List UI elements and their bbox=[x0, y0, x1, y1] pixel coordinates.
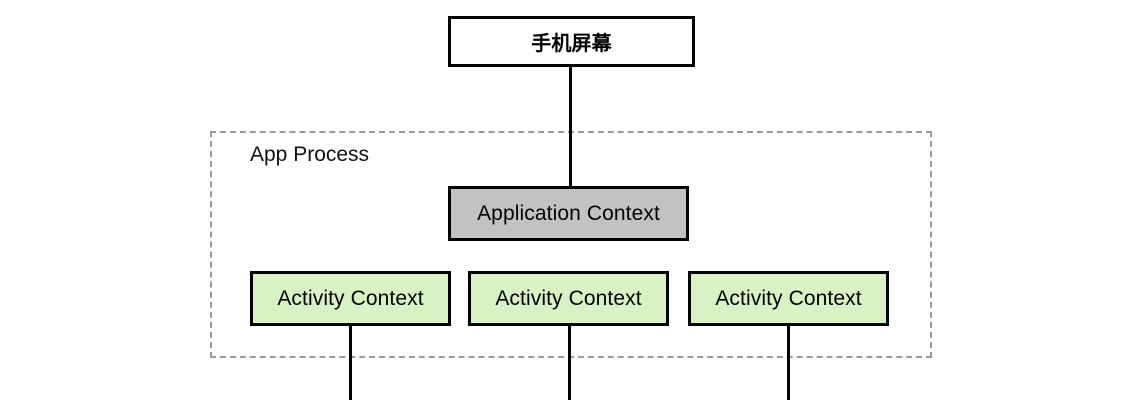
activity-context-label-2: Activity Context bbox=[495, 286, 642, 310]
connector-activity-context-1-down bbox=[349, 325, 352, 400]
activity-context-label-3: Activity Context bbox=[715, 286, 862, 310]
application-context-label: Application Context bbox=[477, 201, 660, 225]
activity-context-node-3: Activity Context bbox=[688, 271, 889, 326]
connector-activity-context-2-down bbox=[568, 325, 571, 400]
activity-context-node-1: Activity Context bbox=[250, 271, 451, 326]
activity-context-label-1: Activity Context bbox=[277, 286, 424, 310]
phone-screen-node: 手机屏幕 bbox=[448, 16, 695, 67]
connector-screen-to-application-context bbox=[569, 66, 572, 188]
app-process-label: App Process bbox=[250, 143, 370, 166]
activity-context-node-2: Activity Context bbox=[468, 271, 669, 326]
connector-activity-context-3-down bbox=[787, 325, 790, 400]
phone-screen-label: 手机屏幕 bbox=[531, 33, 612, 55]
application-context-node: Application Context bbox=[448, 186, 689, 241]
